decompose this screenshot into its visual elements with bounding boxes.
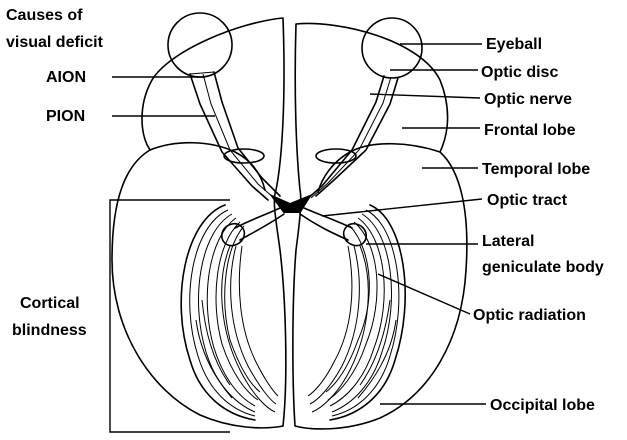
optic-disc-label: Optic disc — [481, 64, 558, 81]
left-optic-radiation — [181, 205, 278, 420]
left-eyeball — [168, 13, 232, 77]
optic-nerve-label: Optic nerve — [484, 91, 572, 108]
right-optic-tract-edge — [300, 214, 348, 240]
optic-tract-label: Optic tract — [487, 192, 568, 209]
frontal-lobe-label: Frontal lobe — [484, 122, 576, 139]
right-nerve-ring — [316, 149, 356, 163]
causes-label-line1: Causes of — [6, 7, 83, 24]
left-nerve-head — [190, 72, 214, 74]
right-eyeball — [362, 18, 422, 78]
aion-label: AION — [46, 69, 86, 86]
left-optic-nerve — [190, 74, 268, 200]
cortical-label-line1: Cortical — [20, 295, 80, 312]
lgb-label-line2: geniculate body — [482, 259, 604, 276]
right-optic-tract — [304, 208, 352, 228]
pion-label: PION — [46, 108, 85, 125]
cortical-bracket — [110, 200, 230, 432]
occipital-lobe-label: Occipital lobe — [490, 397, 595, 414]
left-lgb — [222, 224, 245, 246]
lgb-label-line1: Lateral — [482, 233, 534, 250]
temporal-lobe-label: Temporal lobe — [482, 161, 590, 178]
leader-optic-tract — [322, 199, 482, 216]
causes-label-line2: visual deficit — [6, 34, 104, 51]
eyeball-label: Eyeball — [486, 36, 542, 53]
leader-optic-nerve — [370, 94, 480, 98]
right-lgb — [344, 224, 367, 246]
left-optic-tract — [235, 208, 280, 228]
optic-radiation-label: Optic radiation — [473, 307, 586, 324]
cortical-label-line2: blindness — [12, 322, 87, 339]
left-hemisphere — [112, 18, 286, 428]
right-optic-radiation — [308, 205, 405, 420]
